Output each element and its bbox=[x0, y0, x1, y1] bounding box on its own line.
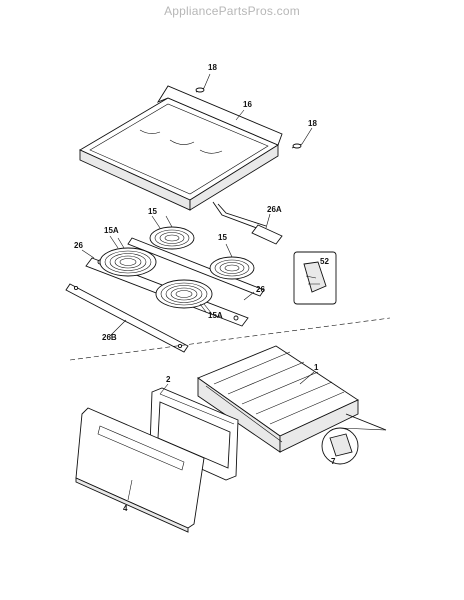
callout-1: 1 bbox=[314, 363, 319, 372]
callout-26-right: 26 bbox=[256, 285, 265, 294]
callout-26a: 26A bbox=[267, 205, 282, 214]
callout-15-back: 15 bbox=[148, 207, 157, 216]
cooktop-16[interactable] bbox=[79, 85, 283, 211]
section-divider bbox=[69, 317, 391, 361]
element-15a-left-large[interactable] bbox=[99, 237, 157, 277]
drawer-rail bbox=[345, 413, 387, 431]
harness-26a[interactable] bbox=[212, 201, 283, 245]
callout-26-left: 26 bbox=[74, 241, 83, 250]
leader-lines bbox=[81, 109, 315, 501]
callout-18-right: 18 bbox=[308, 119, 317, 128]
screw-18-right[interactable] bbox=[291, 127, 313, 149]
callout-15a-front: 15A bbox=[208, 311, 223, 320]
callout-15-right: 15 bbox=[218, 233, 227, 242]
part-7-inset[interactable] bbox=[321, 427, 387, 465]
callout-18-top: 18 bbox=[208, 63, 217, 72]
gasket-frame-2[interactable] bbox=[149, 387, 239, 481]
part-52-inset[interactable] bbox=[293, 251, 337, 305]
callout-16: 16 bbox=[243, 100, 252, 109]
callout-26b: 26B bbox=[102, 333, 117, 342]
element-15-right-small[interactable] bbox=[209, 243, 255, 280]
callout-52: 52 bbox=[320, 257, 329, 266]
watermark: AppliancePartsPros.com bbox=[164, 4, 300, 18]
screw-18-top[interactable] bbox=[195, 73, 211, 93]
drawer-1[interactable] bbox=[197, 345, 359, 453]
callout-4: 4 bbox=[123, 504, 128, 513]
element-15-back-small[interactable] bbox=[149, 215, 195, 250]
element-15a-front-large[interactable] bbox=[155, 279, 213, 313]
drawer-panel-4[interactable] bbox=[75, 407, 205, 533]
strip-26b[interactable] bbox=[65, 283, 189, 353]
callout-15a-left: 15A bbox=[104, 226, 119, 235]
callout-2: 2 bbox=[166, 375, 171, 384]
callout-7: 7 bbox=[331, 457, 336, 466]
